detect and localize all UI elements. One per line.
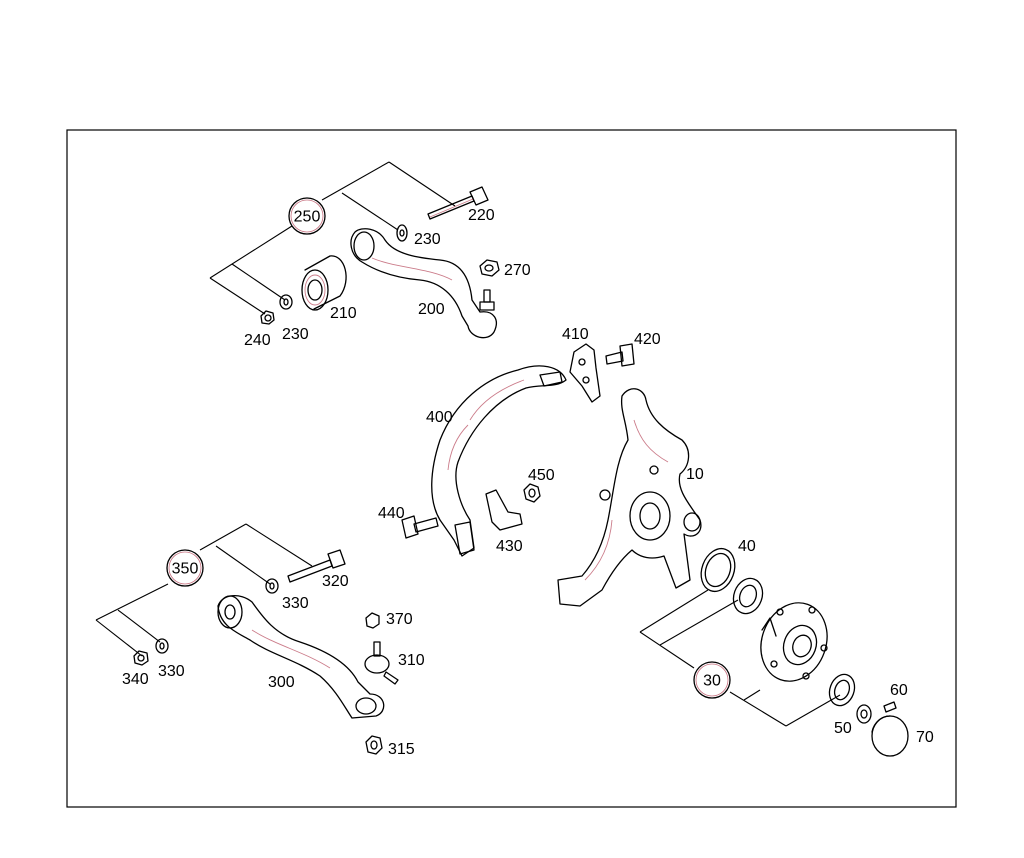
label-400: 400	[426, 409, 453, 426]
dust-cap-70	[871, 715, 909, 757]
label-340: 340	[122, 671, 149, 688]
bolt-220	[427, 186, 489, 220]
label-315: 315	[388, 741, 415, 758]
group-350-leaders	[95, 523, 313, 657]
group-250-leaders	[209, 161, 456, 315]
hub-washer	[856, 704, 872, 724]
label-370: 370	[386, 611, 413, 628]
diagram-frame	[66, 129, 957, 808]
strut-arm-400	[431, 365, 567, 557]
bearing-50	[828, 673, 856, 707]
nut-240	[260, 310, 275, 325]
callout-350: 350	[166, 549, 204, 587]
label-430: 430	[496, 538, 523, 555]
label-10: 10	[686, 466, 704, 483]
bushing-210	[301, 255, 347, 311]
bolt-440	[401, 515, 439, 539]
label-200: 200	[418, 301, 445, 318]
callout-30: 30	[693, 661, 731, 699]
label-70: 70	[916, 729, 934, 746]
label-440: 440	[378, 505, 405, 522]
nut-340	[133, 650, 149, 666]
label-220: 220	[468, 207, 495, 224]
label-450: 450	[528, 467, 555, 484]
steering-knuckle-10	[557, 388, 702, 607]
label-210: 210	[330, 305, 357, 322]
bolt-320	[287, 549, 346, 583]
callout-250: 250	[288, 197, 326, 235]
label-50: 50	[834, 720, 852, 737]
group-30-leaders	[639, 589, 841, 727]
wheel-hub	[760, 602, 828, 682]
bracket-410	[569, 343, 601, 403]
washer-330-top	[265, 578, 279, 594]
label-270: 270	[504, 262, 531, 279]
label-420: 420	[634, 331, 661, 348]
nut-370	[365, 612, 380, 629]
bracket-430	[485, 489, 523, 531]
label-410: 410	[562, 326, 589, 343]
callout-250-text: 250	[294, 209, 321, 226]
label-310: 310	[398, 652, 425, 669]
lower-arm-300	[217, 595, 385, 719]
label-320: 320	[322, 573, 349, 590]
callout-30-text: 30	[703, 673, 721, 690]
nut-270	[479, 259, 500, 277]
label-230-bottom: 230	[282, 326, 309, 343]
nut-60	[883, 701, 897, 713]
upper-arm-200	[350, 228, 497, 339]
washer-230-bottom	[279, 294, 293, 310]
washer-230-top	[396, 224, 408, 242]
label-230-top: 230	[414, 231, 441, 248]
nut-315	[365, 735, 383, 755]
washer-330-bottom	[155, 638, 169, 654]
label-60: 60	[890, 682, 908, 699]
label-40: 40	[738, 538, 756, 555]
seal-40	[700, 547, 736, 593]
part-labels: 220 230 270 210 200 240 230 410 420 400 …	[122, 207, 934, 758]
bolt-420	[605, 343, 635, 367]
label-240: 240	[244, 332, 271, 349]
callout-350-text: 350	[172, 561, 199, 578]
wheel-bearing	[732, 577, 764, 615]
label-330-top: 330	[282, 595, 309, 612]
label-300: 300	[268, 674, 295, 691]
ball-joint-310	[364, 641, 399, 685]
label-330-bottom: 330	[158, 663, 185, 680]
nut-450	[523, 483, 541, 503]
